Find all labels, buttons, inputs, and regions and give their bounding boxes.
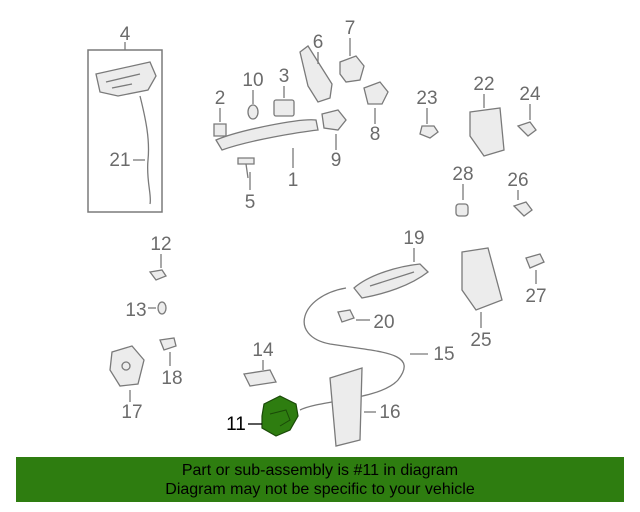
exploded-parts-diagram: 4 21 2 10 3 6 7 8 1 9 <box>87 18 547 447</box>
banner-line-2: Diagram may not be specific to your vehi… <box>165 481 475 498</box>
part-18-bolt[interactable] <box>159 337 177 351</box>
callout-22: 22 <box>473 74 494 95</box>
part-20-screw[interactable] <box>337 309 355 323</box>
part-19-inside-handle[interactable] <box>353 263 429 299</box>
callout-18: 18 <box>161 368 182 389</box>
callout-23: 23 <box>416 88 437 109</box>
info-banner: Part or sub-assembly is #11 in diagram D… <box>16 457 624 502</box>
callout-3: 3 <box>279 66 290 87</box>
part-16-panel[interactable] <box>329 367 363 447</box>
part-5-screw[interactable] <box>237 157 255 179</box>
part-7-cap[interactable] <box>339 55 365 83</box>
part-27-screw[interactable] <box>525 253 545 269</box>
part-13-grommet[interactable] <box>157 301 167 315</box>
callout-8: 8 <box>370 124 381 145</box>
callout-15: 15 <box>433 344 454 365</box>
banner-line-1: Part or sub-assembly is #11 in diagram <box>181 462 459 479</box>
callout-13: 13 <box>125 300 146 321</box>
callout-14: 14 <box>252 340 274 361</box>
callout-24: 24 <box>519 84 541 105</box>
part-17-striker[interactable] <box>109 345 145 387</box>
callout-28: 28 <box>452 164 473 185</box>
callout-9: 9 <box>331 150 342 171</box>
callout-25: 25 <box>470 330 491 351</box>
part-10-seal[interactable] <box>247 104 259 120</box>
part-2-clip[interactable] <box>213 123 227 137</box>
callout-5: 5 <box>245 192 256 213</box>
part-9-cover[interactable] <box>321 109 347 131</box>
part-26-bolt[interactable] <box>512 201 533 217</box>
callout-2: 2 <box>215 88 226 109</box>
callout-27: 27 <box>525 286 546 307</box>
callout-21: 21 <box>109 150 130 171</box>
callout-6: 6 <box>313 32 324 53</box>
part-3-cap[interactable] <box>273 99 295 117</box>
callout-17: 17 <box>121 402 142 423</box>
callout-16: 16 <box>379 402 400 423</box>
part-8-bezel[interactable] <box>363 81 389 105</box>
part-14-clip[interactable] <box>243 369 277 387</box>
part-25-actuator[interactable] <box>461 247 503 311</box>
part-23-bolt[interactable] <box>419 125 439 139</box>
part-12-screw[interactable] <box>148 269 167 281</box>
part-4-handle-frame-assembly[interactable] <box>87 49 163 213</box>
part-24-bolt[interactable] <box>516 121 537 137</box>
part-28-plug[interactable] <box>455 203 469 217</box>
part-11-door-latch[interactable] <box>261 395 299 437</box>
callout-12: 12 <box>150 234 171 255</box>
part-1-outside-handle[interactable] <box>215 119 319 151</box>
callout-10: 10 <box>242 70 263 91</box>
part-22-bracket[interactable] <box>469 107 505 157</box>
callout-7: 7 <box>345 18 356 39</box>
callout-4: 4 <box>120 24 131 45</box>
callout-20: 20 <box>373 312 394 333</box>
callout-1: 1 <box>288 170 299 191</box>
callout-11: 11 <box>226 414 246 435</box>
callout-26: 26 <box>507 170 528 191</box>
part-6-lock-cylinder[interactable] <box>299 45 333 103</box>
callout-19: 19 <box>403 228 424 249</box>
